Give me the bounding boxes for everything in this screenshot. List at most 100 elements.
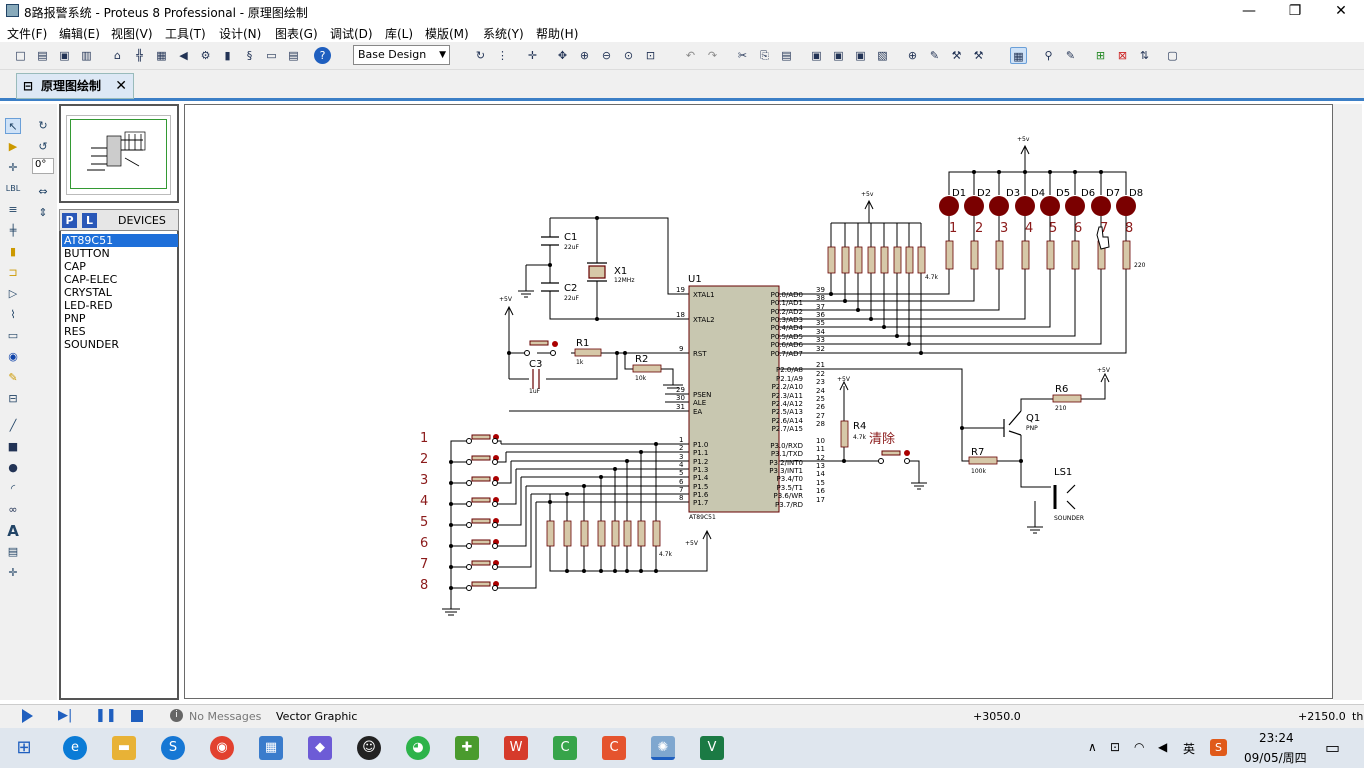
device-list[interactable]: AT89C51 BUTTON CAP CAP-ELEC CRYSTAL LED-…: [59, 231, 179, 700]
pan-icon[interactable]: ✥: [557, 49, 568, 62]
search-icon[interactable]: ⚲: [1044, 49, 1053, 62]
u1-body[interactable]: [688, 285, 780, 513]
netlist-icon[interactable]: ▢: [1167, 49, 1178, 62]
app-s-icon[interactable]: S: [161, 736, 185, 760]
stop-icon[interactable]: [131, 710, 143, 722]
text-script-icon[interactable]: ≡: [8, 203, 18, 216]
close-button[interactable]: ✕: [1335, 3, 1347, 19]
ime-indicator[interactable]: 英: [1183, 742, 1196, 756]
zoom-area-icon[interactable]: ⊡: [645, 49, 656, 62]
source-icon[interactable]: §: [246, 49, 253, 62]
import-icon[interactable]: ▥: [81, 49, 92, 62]
undo-icon[interactable]: ↶: [685, 49, 696, 62]
network-icon[interactable]: ⊡: [1110, 740, 1121, 754]
cut-icon[interactable]: ✂: [737, 49, 748, 62]
menu-design[interactable]: 设计(N): [219, 27, 262, 41]
device-item[interactable]: LED-RED: [64, 299, 113, 312]
new-icon[interactable]: □: [15, 49, 26, 62]
menu-graph[interactable]: 图表(G): [275, 27, 318, 41]
schematic-icon[interactable]: ╬: [136, 49, 143, 62]
wire-label-icon[interactable]: LBL: [5, 184, 21, 193]
notes-icon[interactable]: ▤: [288, 49, 299, 62]
message-status[interactable]: No Messages: [189, 710, 262, 723]
tab-schematic[interactable]: ⊟ 原理图绘制 ✕: [16, 73, 134, 99]
gear-icon[interactable]: ⚙: [200, 49, 211, 62]
volume-icon[interactable]: ◀: [1158, 740, 1168, 754]
app-c2-icon[interactable]: C: [602, 736, 626, 760]
menu-library[interactable]: 库(L): [385, 27, 414, 41]
menu-debug[interactable]: 调试(D): [330, 27, 373, 41]
copy-icon[interactable]: ⎘: [760, 49, 769, 62]
zoom-all-icon[interactable]: ⊙: [623, 49, 634, 62]
bus-mode-icon[interactable]: ╪: [9, 224, 17, 237]
chevron-up-icon[interactable]: ∧: [1088, 740, 1097, 754]
open-icon[interactable]: ▤: [37, 49, 48, 62]
mirror-y-icon[interactable]: ⇕: [38, 206, 48, 219]
play-icon[interactable]: [22, 709, 33, 723]
app-vs-icon[interactable]: ◆: [308, 736, 332, 760]
refresh-icon[interactable]: ↻: [475, 49, 486, 62]
paste-icon[interactable]: ▤: [781, 49, 792, 62]
wire-autorouter-icon[interactable]: ▦: [1010, 47, 1027, 64]
tab-close-button[interactable]: ✕: [115, 78, 127, 94]
terminals-icon[interactable]: ⊐: [8, 266, 18, 279]
app-clover-icon[interactable]: ✚: [455, 736, 479, 760]
junction-mode-icon[interactable]: ✛: [8, 161, 18, 174]
qq-icon[interactable]: ☺: [357, 736, 381, 760]
new-sheet-icon[interactable]: ⊞: [1095, 49, 1106, 62]
minimize-button[interactable]: —: [1242, 3, 1256, 19]
step-icon[interactable]: ▶|: [58, 708, 73, 723]
clock-date[interactable]: 09/05/周四: [1244, 751, 1307, 765]
selection-mode-icon[interactable]: ↖: [5, 118, 21, 134]
device-item[interactable]: RES: [64, 325, 86, 338]
save-icon[interactable]: ▣: [59, 49, 70, 62]
arc-tool-icon[interactable]: ◜: [10, 482, 16, 495]
block-move-icon[interactable]: ▣: [833, 49, 844, 62]
home-icon[interactable]: ⌂: [114, 49, 121, 62]
grid-icon[interactable]: ⋮: [497, 49, 508, 62]
schematic-canvas[interactable]: XTAL1 XTAL2 RST PSEN ALE EA P1.0 P1.1 P1…: [184, 104, 1333, 699]
layer-dropdown[interactable]: Base Design▼: [353, 45, 450, 65]
chrome-icon[interactable]: ◉: [210, 736, 234, 760]
help-icon[interactable]: ?: [314, 47, 331, 64]
zoom-out-icon[interactable]: ⊖: [601, 49, 612, 62]
decompose-icon[interactable]: ⚒: [973, 49, 984, 62]
sogou-icon[interactable]: S: [1210, 739, 1227, 756]
rotation-angle-field[interactable]: 0°: [32, 158, 54, 174]
edge-icon[interactable]: e: [63, 736, 87, 760]
rotate-ccw-icon[interactable]: ↺: [38, 140, 48, 153]
wechat-icon[interactable]: ◕: [406, 736, 430, 760]
mirror-x-icon[interactable]: ⇔: [38, 185, 48, 198]
make-device-icon[interactable]: ✎: [929, 49, 940, 62]
ruler-icon[interactable]: ▭: [266, 49, 277, 62]
wps-icon[interactable]: W: [504, 736, 528, 760]
redo-icon[interactable]: ↷: [707, 49, 718, 62]
subcircuit-icon[interactable]: ▮: [9, 245, 17, 258]
generator-icon[interactable]: ◉: [8, 350, 18, 363]
wifi-icon[interactable]: ◠: [1134, 740, 1145, 754]
remove-sheet-icon[interactable]: ⊠: [1117, 49, 1128, 62]
device-item[interactable]: BUTTON: [64, 247, 110, 260]
zoom-in-icon[interactable]: ⊕: [579, 49, 590, 62]
menu-system[interactable]: 系统(Y): [483, 27, 524, 41]
overview-window[interactable]: [59, 104, 179, 203]
app-v-icon[interactable]: V: [700, 736, 724, 760]
device-item[interactable]: CAP-ELEC: [64, 273, 118, 286]
pick-devices-button[interactable]: P: [62, 213, 77, 228]
app-control-panel-icon[interactable]: ▦: [259, 736, 283, 760]
circle-tool-icon[interactable]: ●: [8, 461, 18, 474]
instrument-icon[interactable]: ⊟: [8, 392, 18, 405]
marker-tool-icon[interactable]: ✛: [8, 566, 18, 579]
probe-icon[interactable]: ✎: [8, 371, 18, 384]
device-pins-icon[interactable]: ▷: [8, 287, 18, 300]
pcb-icon[interactable]: ▦: [156, 49, 167, 62]
goto-sheet-icon[interactable]: ⇅: [1139, 49, 1150, 62]
folder-icon[interactable]: ▬: [112, 736, 136, 760]
graph-mode-icon[interactable]: ⌇: [10, 308, 16, 321]
menu-tools[interactable]: 工具(T): [165, 27, 206, 41]
text-tool-icon[interactable]: A: [7, 522, 19, 540]
block-rotate-icon[interactable]: ▣: [855, 49, 866, 62]
menu-file[interactable]: 文件(F): [7, 27, 48, 41]
device-item[interactable]: PNP: [64, 312, 86, 325]
bom-icon[interactable]: ▮: [224, 49, 231, 62]
